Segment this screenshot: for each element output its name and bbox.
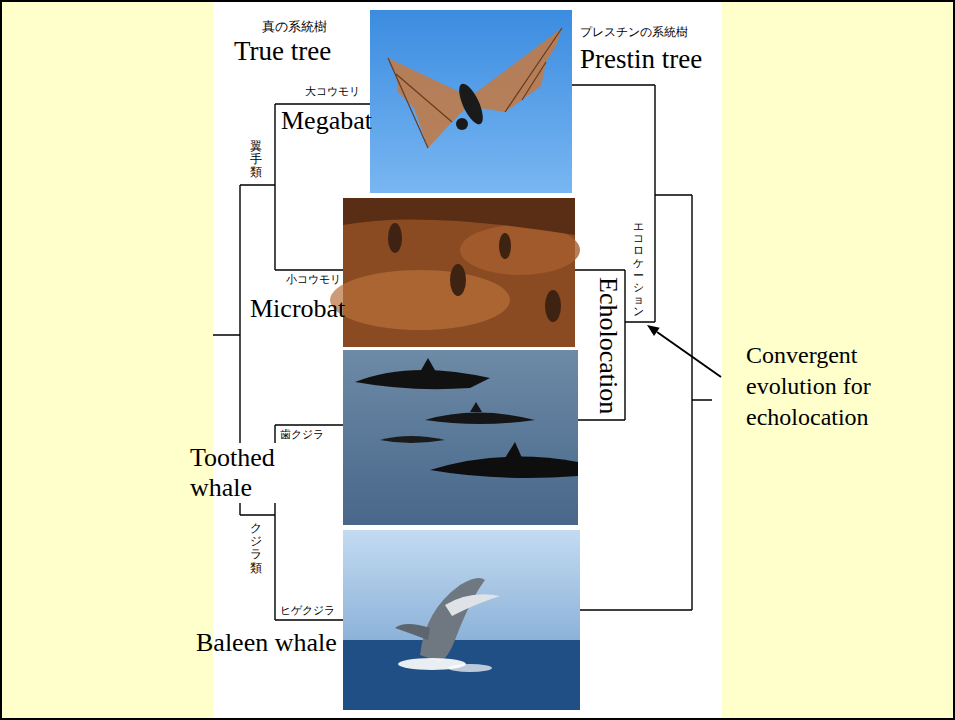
caption-ja: プレスチンの系統樹	[580, 26, 688, 40]
species-label-ja: 大コウモリ	[305, 86, 360, 99]
side-panel	[0, 0, 213, 720]
callout-arrow	[647, 325, 721, 377]
callout-note: Convergent evolution for echolocation	[746, 340, 936, 434]
species-label: Microbat	[250, 296, 345, 322]
species-label-ja: 小コウモリ	[286, 274, 341, 287]
species-label-ja: 歯クジラ	[280, 429, 324, 442]
clade-label-ja: 翼手類	[250, 140, 262, 180]
species-label: Megabat	[281, 108, 372, 134]
microbat-photo	[330, 198, 580, 347]
species-label: Toothed whale	[190, 443, 302, 503]
clade-label: Echolocation	[595, 277, 621, 414]
clade-label-ja: エコロケーション	[633, 221, 644, 318]
true-tree	[213, 104, 370, 620]
side-panel	[722, 0, 955, 720]
tree-heading: Prestin tree	[580, 46, 702, 73]
toothed-whale-photo	[343, 350, 578, 525]
tree-heading: True tree	[234, 38, 331, 65]
prestin-tree	[572, 85, 712, 610]
baleen-whale-photo	[343, 530, 580, 710]
clade-label-ja: クジラ類	[250, 522, 262, 575]
megabat-photo	[370, 10, 572, 193]
caption-ja: 真の系統樹	[262, 20, 327, 35]
species-label-ja: ヒゲクジラ	[280, 605, 335, 618]
species-label: Baleen whale	[196, 630, 337, 656]
